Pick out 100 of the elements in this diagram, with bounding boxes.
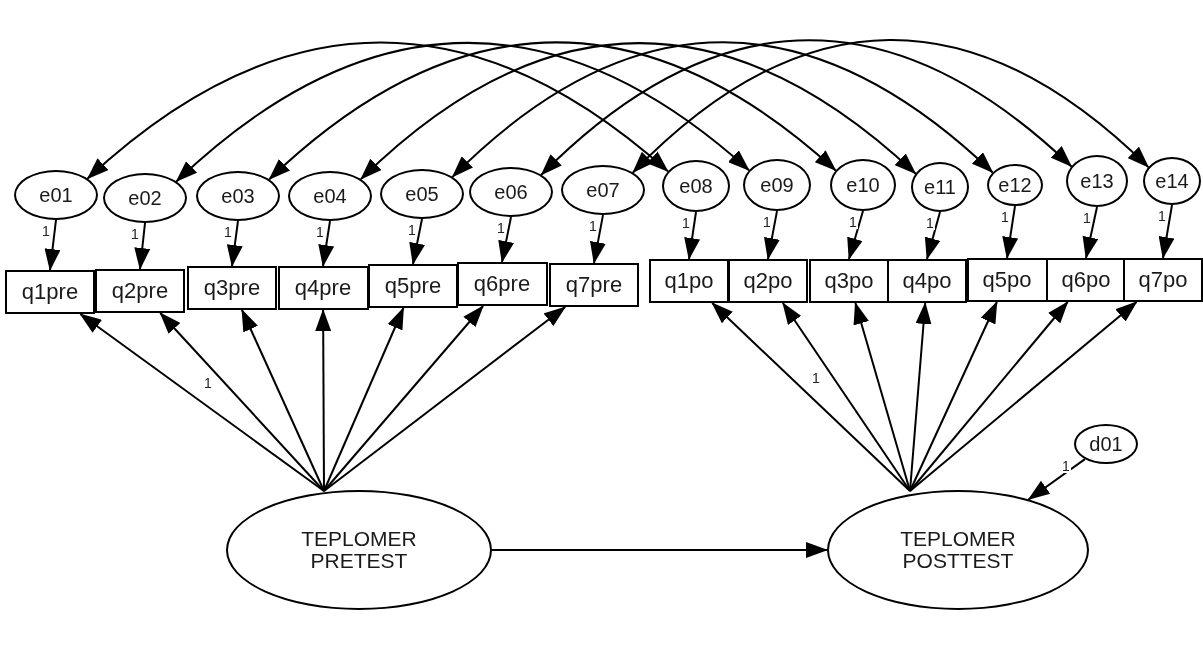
node-label: e04 xyxy=(313,185,347,207)
arrow xyxy=(79,313,325,492)
arrow xyxy=(134,222,151,270)
observed-variable-box xyxy=(187,266,277,310)
node-label: q7pre xyxy=(565,273,623,297)
observed-variable-box xyxy=(5,270,95,314)
observed-variable-box xyxy=(966,258,1048,302)
node-label: q1pre xyxy=(21,280,79,304)
error-term-ellipse xyxy=(1074,424,1138,464)
error-term-ellipse xyxy=(14,170,98,220)
node-label: e02 xyxy=(128,187,162,209)
arrow xyxy=(764,210,780,260)
covariance-arrow xyxy=(451,41,994,178)
node-label: e03 xyxy=(221,185,255,207)
edge-label: 1 xyxy=(848,215,858,229)
edge-label: 1 xyxy=(588,219,598,233)
node-label: e05 xyxy=(405,183,439,205)
node-label: e12 xyxy=(998,174,1032,196)
arrow xyxy=(1002,205,1019,259)
arrow xyxy=(323,305,485,492)
node-label: e10 xyxy=(846,174,880,196)
observed-variable-box xyxy=(1046,258,1126,302)
edge-label: 1 xyxy=(130,227,140,241)
node-label: e11 xyxy=(924,176,956,198)
node-label: e13 xyxy=(1080,170,1114,192)
observed-variable-box xyxy=(809,259,889,303)
observed-variable-box xyxy=(728,259,808,303)
observed-variable-box xyxy=(368,264,458,308)
observed-variable-box xyxy=(95,269,185,313)
node-label: q4po xyxy=(902,269,952,293)
edge-label: 1 xyxy=(1082,211,1092,225)
edge-label: 1 xyxy=(315,225,325,239)
node-label: e01 xyxy=(39,184,73,206)
covariance-arrow xyxy=(86,41,669,180)
observed-variable-box xyxy=(1123,258,1203,302)
arrow xyxy=(318,220,335,267)
edge-label: 1 xyxy=(1060,459,1071,474)
arrow xyxy=(323,306,567,492)
error-term-ellipse xyxy=(1066,155,1128,207)
node-label: q5pre xyxy=(384,274,442,298)
error-term-ellipse xyxy=(830,159,896,211)
node-label: d01 xyxy=(1089,433,1123,455)
edge-label: 1 xyxy=(925,216,935,230)
edge-label: 1 xyxy=(223,225,233,239)
error-term-ellipse xyxy=(196,171,280,221)
arrow xyxy=(847,210,864,260)
edge-label: 1 xyxy=(1157,209,1167,223)
node-label: q6po xyxy=(1061,268,1111,292)
error-term-ellipse xyxy=(987,164,1043,206)
node-label: q1po xyxy=(664,269,714,293)
arrow xyxy=(159,312,325,492)
error-term-ellipse xyxy=(288,171,372,221)
arrow xyxy=(1027,458,1086,501)
edge-label: 1 xyxy=(681,216,691,230)
covariance-arrow xyxy=(175,41,750,183)
edge-label: 1 xyxy=(407,223,417,237)
error-term-ellipse xyxy=(561,165,645,215)
arrow xyxy=(44,219,61,271)
arrow xyxy=(1158,204,1175,259)
arrow xyxy=(590,214,606,264)
arrow xyxy=(491,542,828,558)
arrow xyxy=(1082,206,1099,259)
error-term-ellipse xyxy=(662,160,730,212)
error-term-ellipse xyxy=(743,159,811,211)
node-label: e07 xyxy=(586,179,620,201)
covariance-arrow xyxy=(359,42,917,181)
error-term-ellipse xyxy=(1143,157,1201,205)
observed-variable-box xyxy=(549,263,639,307)
arrow xyxy=(498,216,514,263)
error-term-ellipse xyxy=(469,167,553,217)
node-label: TEPLOMER PRETEST xyxy=(300,527,418,573)
edge-label: 1 xyxy=(203,376,213,391)
error-term-ellipse xyxy=(103,173,187,223)
node-label: e09 xyxy=(760,174,794,196)
arrow xyxy=(409,218,425,265)
arrow xyxy=(315,309,332,492)
edge-label: 1 xyxy=(496,221,506,235)
node-label: q3pre xyxy=(203,276,261,300)
edge-label: 1 xyxy=(811,370,821,385)
arrow xyxy=(909,301,1138,492)
arrow xyxy=(226,220,243,267)
covariance-arrow xyxy=(631,38,1150,174)
covariance-arrow xyxy=(268,41,837,181)
node-label: q6pre xyxy=(473,272,531,296)
arrow xyxy=(684,211,700,260)
error-term-ellipse xyxy=(911,162,969,212)
edge-label: 1 xyxy=(41,224,51,238)
arrow xyxy=(924,211,941,260)
node-label: q5po xyxy=(982,268,1032,292)
node-label: TEPLOMER POSTTEST xyxy=(899,527,1017,573)
node-label: q2pre xyxy=(111,279,169,303)
node-label: q4pre xyxy=(294,276,352,300)
arrow xyxy=(240,309,325,492)
arrow xyxy=(711,302,911,492)
covariance-arrow xyxy=(540,39,1073,176)
node-label: q2po xyxy=(743,269,793,293)
observed-variable-box xyxy=(887,259,967,303)
arrow xyxy=(853,302,911,492)
observed-variable-box xyxy=(277,266,369,310)
observed-variable-box xyxy=(456,262,548,306)
